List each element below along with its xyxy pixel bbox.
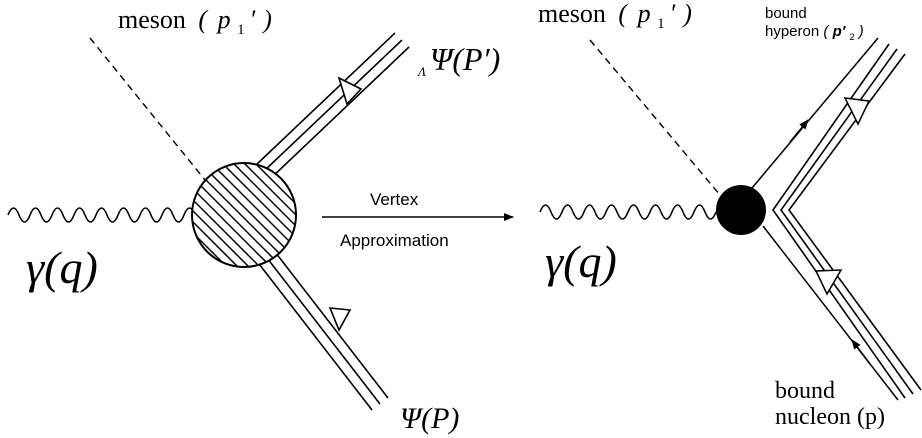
arrow-label-vertex: Vertex [370,190,419,209]
right-hyperon-label-line1: bound [765,5,807,22]
left-incoming-triple-line [255,247,389,411]
right-photon-label: γ(q) [545,236,617,287]
right-hyperon-line [751,37,879,189]
left-outgoing-triple-line [255,32,410,180]
right-diagram: meson ( p 1 ′ ) bound hyperon ( p′ 2 ) γ… [538,0,922,430]
left-incoming-label: Ψ(P) [400,402,459,435]
left-meson-label: meson ( p 1 ′ ) [118,5,272,40]
right-nucleon-label-line2: nucleon (p) [775,404,885,430]
vertex-approximation-arrow: Vertex Approximation [322,190,514,250]
right-photon-line [539,204,717,220]
right-spectator-lower-arrow [814,269,843,296]
left-diagram: meson ( p 1 ′ ) γ(q) Λ Ψ(P′) Ψ(P) [7,5,500,435]
right-vertex-dot [716,185,766,235]
right-nucleon-arrow [851,339,871,365]
left-photon-label: γ(q) [26,242,98,293]
left-incoming-arrow [328,307,352,332]
right-hyperon-arrow [789,119,809,143]
right-spectator-upper-arrow [843,97,871,126]
right-spectator-triple-line [772,43,922,399]
arrow-label-approximation: Approximation [340,231,449,250]
left-outgoing-label: Λ Ψ(P′) [416,41,500,80]
right-nucleon-line [762,225,899,401]
right-hyperon-label-line2: hyperon ( p′ 2 ) [765,23,864,44]
left-meson-line [89,37,206,181]
right-meson-label: meson ( p 1 ′ ) [538,0,692,34]
left-vertex-blob [191,162,297,268]
left-outgoing-arrow [337,76,363,106]
right-nucleon-label-line1: bound [775,378,835,404]
right-meson-line [589,39,721,196]
left-photon-line [7,207,196,223]
